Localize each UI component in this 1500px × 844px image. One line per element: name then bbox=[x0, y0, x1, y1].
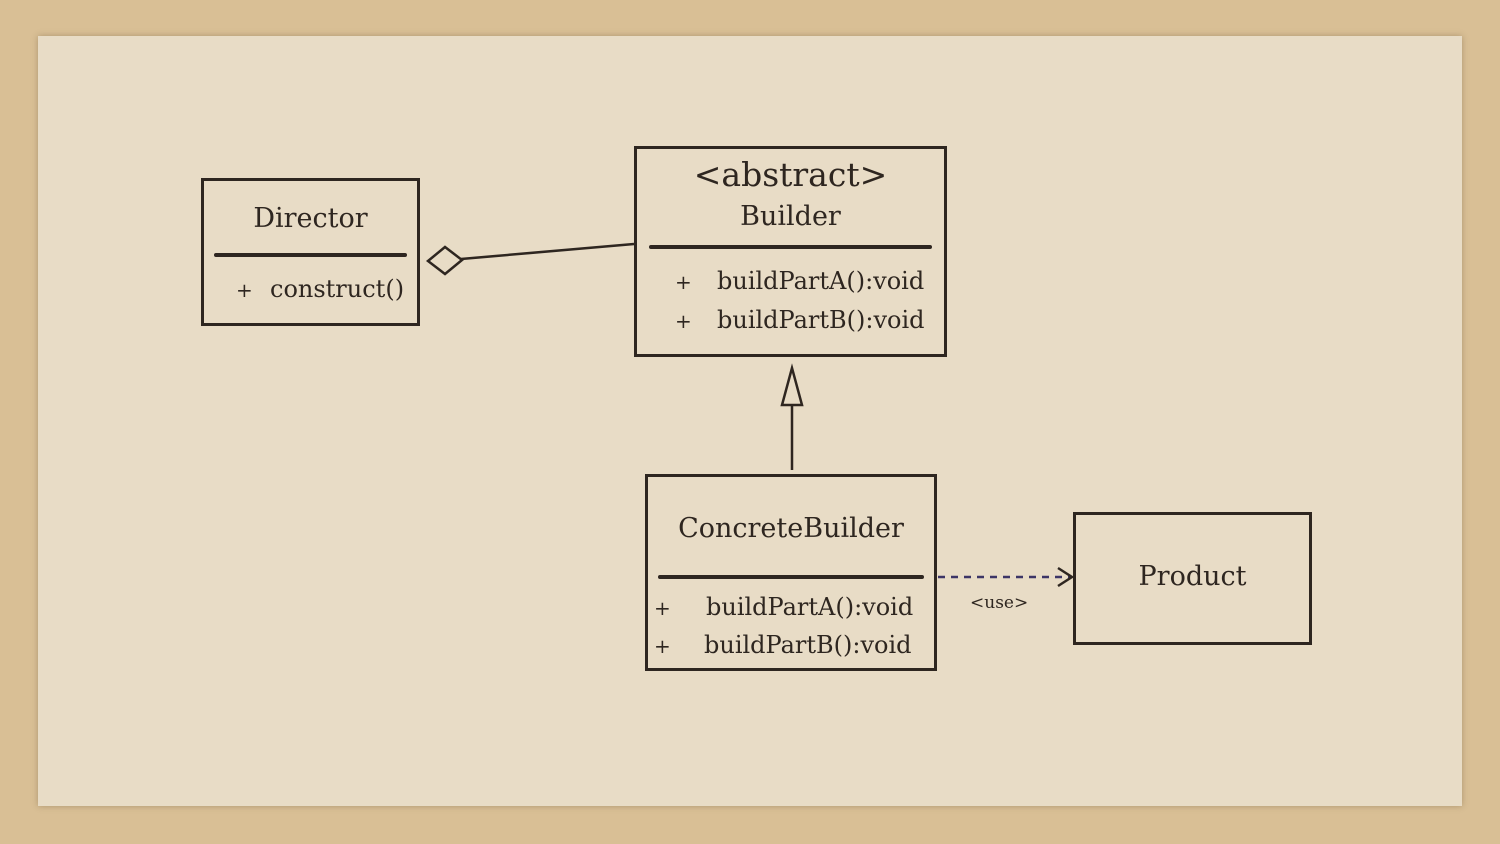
method-build-part-a: + buildPartA():void bbox=[675, 267, 924, 296]
class-divider bbox=[658, 575, 924, 579]
class-name: Builder bbox=[740, 201, 841, 232]
visibility-marker: + bbox=[236, 278, 253, 302]
class-stereotype: <abstract> bbox=[693, 155, 888, 194]
method-signature: construct() bbox=[270, 275, 405, 303]
method-signature: buildPartB():void bbox=[704, 631, 912, 659]
method-signature: buildPartA():void bbox=[706, 593, 914, 621]
class-name: Product bbox=[1138, 561, 1247, 592]
visibility-marker: + bbox=[654, 596, 671, 620]
class-concrete-builder: ConcreteBuilder + buildPartA():void + buil… bbox=[645, 474, 937, 671]
use-dependency-label: <use> bbox=[970, 593, 1029, 613]
class-divider bbox=[214, 253, 407, 257]
method-build-part-b: + buildPartB():void bbox=[654, 631, 912, 660]
paper-background bbox=[38, 36, 1462, 806]
method-build-part-b: + buildPartB():void bbox=[675, 306, 925, 335]
class-name: Director bbox=[253, 203, 368, 234]
method-signature: buildPartB():void bbox=[717, 306, 925, 334]
class-director: Director + construct() bbox=[201, 178, 420, 326]
aggregation-line bbox=[460, 242, 635, 261]
method-build-part-a: + buildPartA():void bbox=[654, 593, 913, 622]
dependency-arrowhead bbox=[1057, 566, 1075, 588]
class-builder: <abstract> Builder + buildPartA():void + b… bbox=[634, 146, 947, 357]
class-name: ConcreteBuilder bbox=[678, 513, 904, 544]
method-construct: + construct() bbox=[236, 275, 404, 304]
method-signature: buildPartA():void bbox=[717, 267, 925, 295]
inheritance-arrowhead bbox=[780, 363, 804, 407]
aggregation-diamond bbox=[425, 245, 465, 276]
visibility-marker: + bbox=[675, 309, 692, 333]
visibility-marker: + bbox=[675, 270, 692, 294]
class-divider bbox=[649, 245, 932, 249]
visibility-marker: + bbox=[654, 634, 671, 658]
class-product: Product bbox=[1073, 512, 1312, 645]
